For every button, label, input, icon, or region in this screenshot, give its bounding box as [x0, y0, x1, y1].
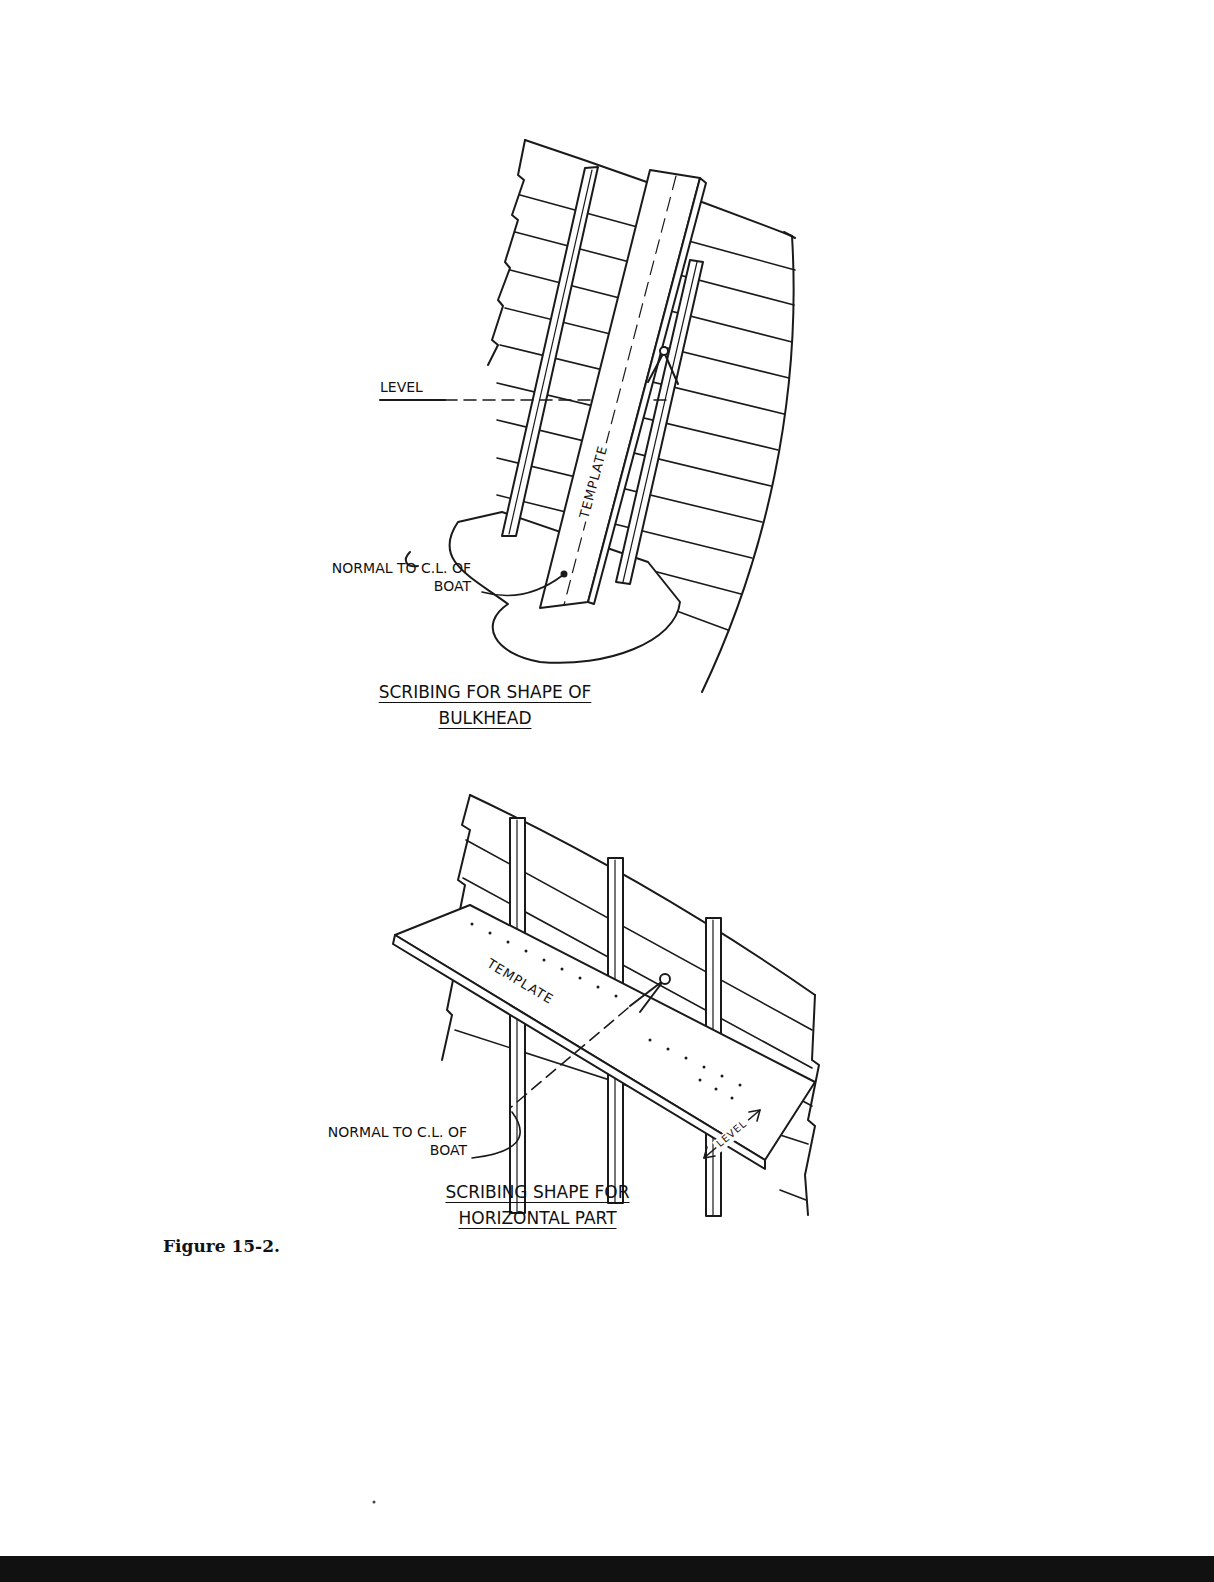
scribe-compass [660, 347, 668, 355]
hull-edge [702, 236, 794, 692]
leader-dot [562, 572, 567, 577]
figure-title: SCRIBING SHAPE FOR HORIZONTAL PART [400, 1180, 675, 1231]
page-edge [0, 1556, 1214, 1582]
level-line [380, 399, 445, 401]
template-edge [588, 178, 706, 604]
level-arrow [704, 1110, 760, 1158]
level-arrow [704, 1110, 760, 1158]
center-line [564, 176, 676, 605]
template-plank [540, 170, 700, 608]
template-plank [395, 905, 815, 1160]
scribe-compass [660, 974, 670, 984]
note-label: NORMAL TO C.L. OF BOAT [326, 560, 471, 595]
speck [373, 1501, 376, 1504]
scribe-compass [648, 352, 678, 384]
scribed-dots [471, 923, 742, 1100]
leader-line [482, 575, 563, 596]
broken-edge [488, 140, 525, 365]
leader-line [472, 1112, 520, 1158]
figure-title: SCRIBING FOR SHAPE OF BULKHEAD [370, 680, 600, 731]
figure-caption: Figure 15-2. [163, 1236, 280, 1257]
note-label: NORMAL TO C.L. OF BOAT [322, 1124, 467, 1159]
level-label: LEVEL [380, 379, 423, 397]
scribe-compass [630, 980, 664, 1012]
sheer-end [784, 232, 795, 238]
normal-line [510, 1008, 628, 1108]
